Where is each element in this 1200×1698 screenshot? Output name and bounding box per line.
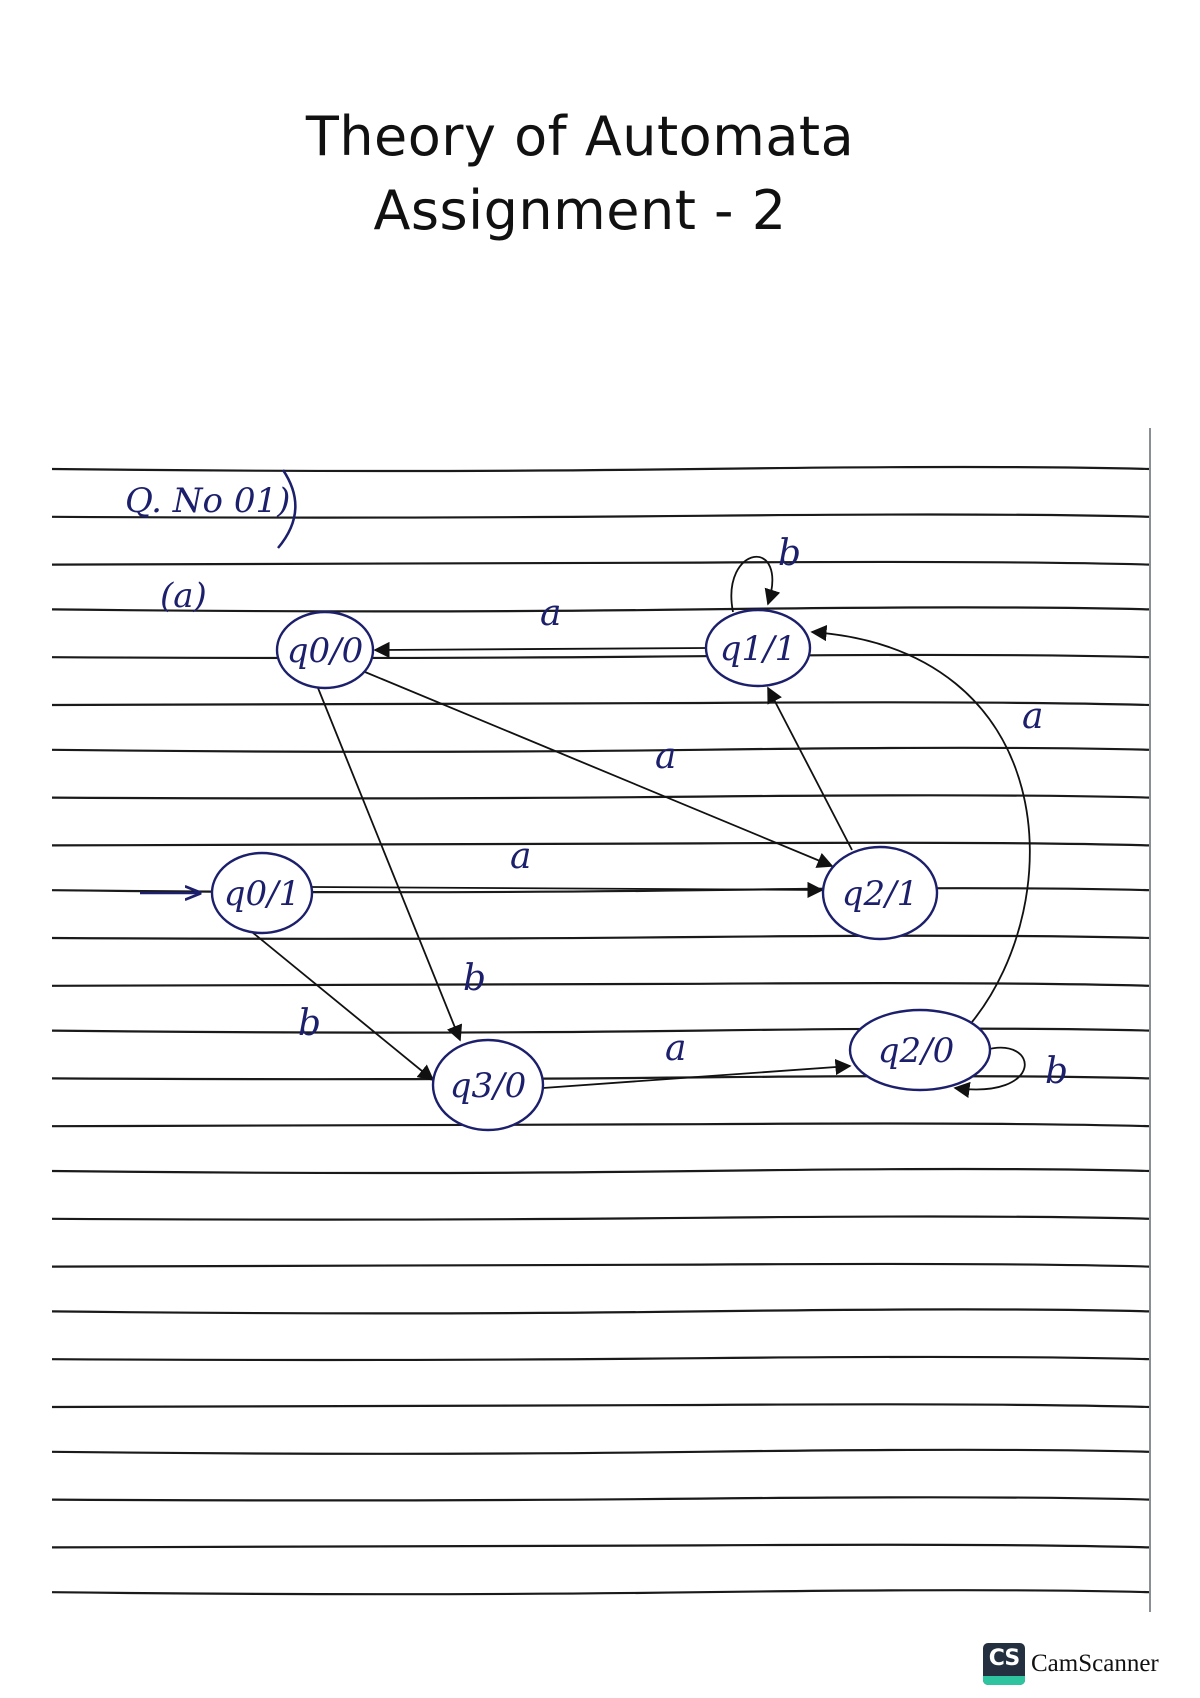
state-q3-0 [431, 1038, 545, 1132]
edge-q20-to-q11 [810, 624, 1031, 1023]
camscanner-watermark: CS CamScanner [983, 1643, 1159, 1685]
state-q2-1 [821, 845, 939, 941]
loop-q20 [953, 1046, 1026, 1098]
state-label-q2-1: q2/1 [842, 874, 918, 914]
ruled-line [51, 934, 1151, 940]
ruled-line [51, 606, 1151, 613]
ruled-lines [51, 465, 1151, 1596]
ruled-line [51, 1027, 1151, 1034]
document-subtitle: Assignment - 2 [373, 179, 787, 242]
edge-label-q0-q2: a [655, 736, 676, 777]
state-q0-0 [275, 610, 375, 690]
ruled-line [51, 841, 1151, 847]
ruled-line [51, 1122, 1151, 1128]
state-label-q1-1: q1/1 [720, 629, 796, 669]
edge-label-q20-loop: b [1045, 1051, 1068, 1092]
camscanner-badge-text: CS [988, 1646, 1020, 1671]
edge-q01-to-q30 [251, 931, 435, 1082]
ruled-line [51, 982, 1151, 987]
edge-label-q0-q3: b [463, 958, 486, 999]
state-label-q3-0: q3/0 [450, 1066, 526, 1106]
ruled-line [51, 653, 1151, 660]
document-title: Theory of Automata [305, 105, 855, 168]
ruled-line [51, 1543, 1151, 1549]
ruled-line [51, 1589, 1151, 1596]
part-label: (a) [160, 576, 207, 616]
state-label-q0-1: q0/1 [224, 874, 300, 914]
ruled-line [51, 794, 1151, 800]
camscanner-text: CamScanner [1031, 1650, 1159, 1677]
ruled-line [51, 1496, 1151, 1502]
question-bracket [277, 469, 297, 549]
state-q2-0 [848, 1008, 992, 1092]
ruled-line [51, 1308, 1151, 1315]
state-q1-1 [704, 608, 812, 688]
ruled-line [51, 746, 1151, 753]
camscanner-logo-icon: CS [983, 1643, 1025, 1685]
ruled-line [51, 1167, 1151, 1175]
ruled-line [51, 1075, 1151, 1081]
ruled-line [51, 1403, 1151, 1409]
ruled-line [51, 701, 1151, 707]
state-label-q0-0: q0/0 [287, 631, 363, 671]
edge-q01-to-q21 [311, 881, 824, 899]
edge-label-q01-q21: a [510, 836, 531, 877]
ruled-line [51, 1355, 1151, 1362]
edge-q21-to-q11 [767, 686, 853, 851]
ruled-line [51, 560, 1151, 566]
ruled-line [51, 513, 1151, 519]
ruled-line [51, 465, 1151, 473]
edge-label-q1-loop: b [778, 533, 801, 574]
edge-q00-to-q21 [364, 671, 834, 868]
edge-q30-to-q20 [542, 1058, 852, 1089]
edge-label-q01-q3: b [298, 1003, 321, 1044]
ruled-line [51, 1262, 1151, 1268]
edge-label-q1-q0: a [540, 593, 561, 634]
edge-q1-to-q0 [373, 641, 707, 659]
ruled-line [51, 1448, 1151, 1455]
edge-label-q20-q1: a [1022, 696, 1043, 737]
loop-q11 [730, 555, 781, 613]
question-label: Q. No 01) [125, 481, 290, 521]
state-label-q2-0: q2/0 [878, 1031, 954, 1071]
document-header: Theory of Automata Assignment - 2 [0, 100, 1160, 248]
state-q0-1 [210, 851, 314, 935]
edge-q00-to-q30 [317, 687, 463, 1042]
ruled-line [51, 1215, 1151, 1221]
edge-label-q3-q20: a [665, 1028, 686, 1069]
